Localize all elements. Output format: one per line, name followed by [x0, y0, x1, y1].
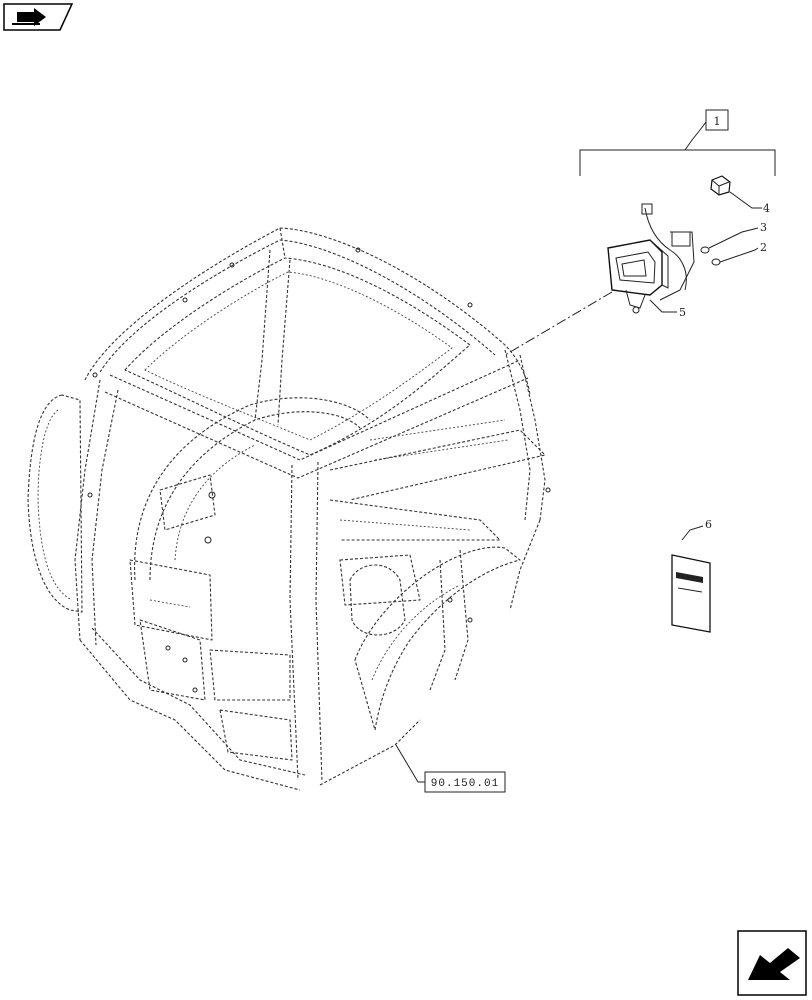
cab-frame [27, 227, 551, 791]
leader-5 [649, 299, 677, 313]
washer-part [700, 246, 710, 254]
nut-part [711, 258, 721, 266]
group-bracket [579, 109, 776, 176]
work-light-assembly [607, 203, 695, 314]
manual-booklet [671, 525, 711, 633]
leader-ref [395, 744, 425, 783]
book-arrow-icon[interactable] [3, 3, 74, 31]
leader-4 [729, 191, 762, 209]
callout-5: 5 [679, 306, 686, 319]
cab-reference-label[interactable]: 90.150.01 [431, 778, 499, 790]
callout-2: 2 [760, 241, 767, 254]
ref-box[interactable] [424, 771, 506, 793]
assembly-leader-line [504, 291, 613, 356]
callout-6: 6 [705, 518, 712, 531]
callout-3: 3 [760, 221, 767, 234]
callout-4: 4 [763, 202, 770, 215]
next-page-arrow-icon[interactable] [737, 930, 807, 996]
leader-2 [719, 247, 759, 263]
callout-1: 1 [714, 115, 721, 128]
leader-3 [708, 227, 759, 249]
connector-part [710, 175, 731, 196]
